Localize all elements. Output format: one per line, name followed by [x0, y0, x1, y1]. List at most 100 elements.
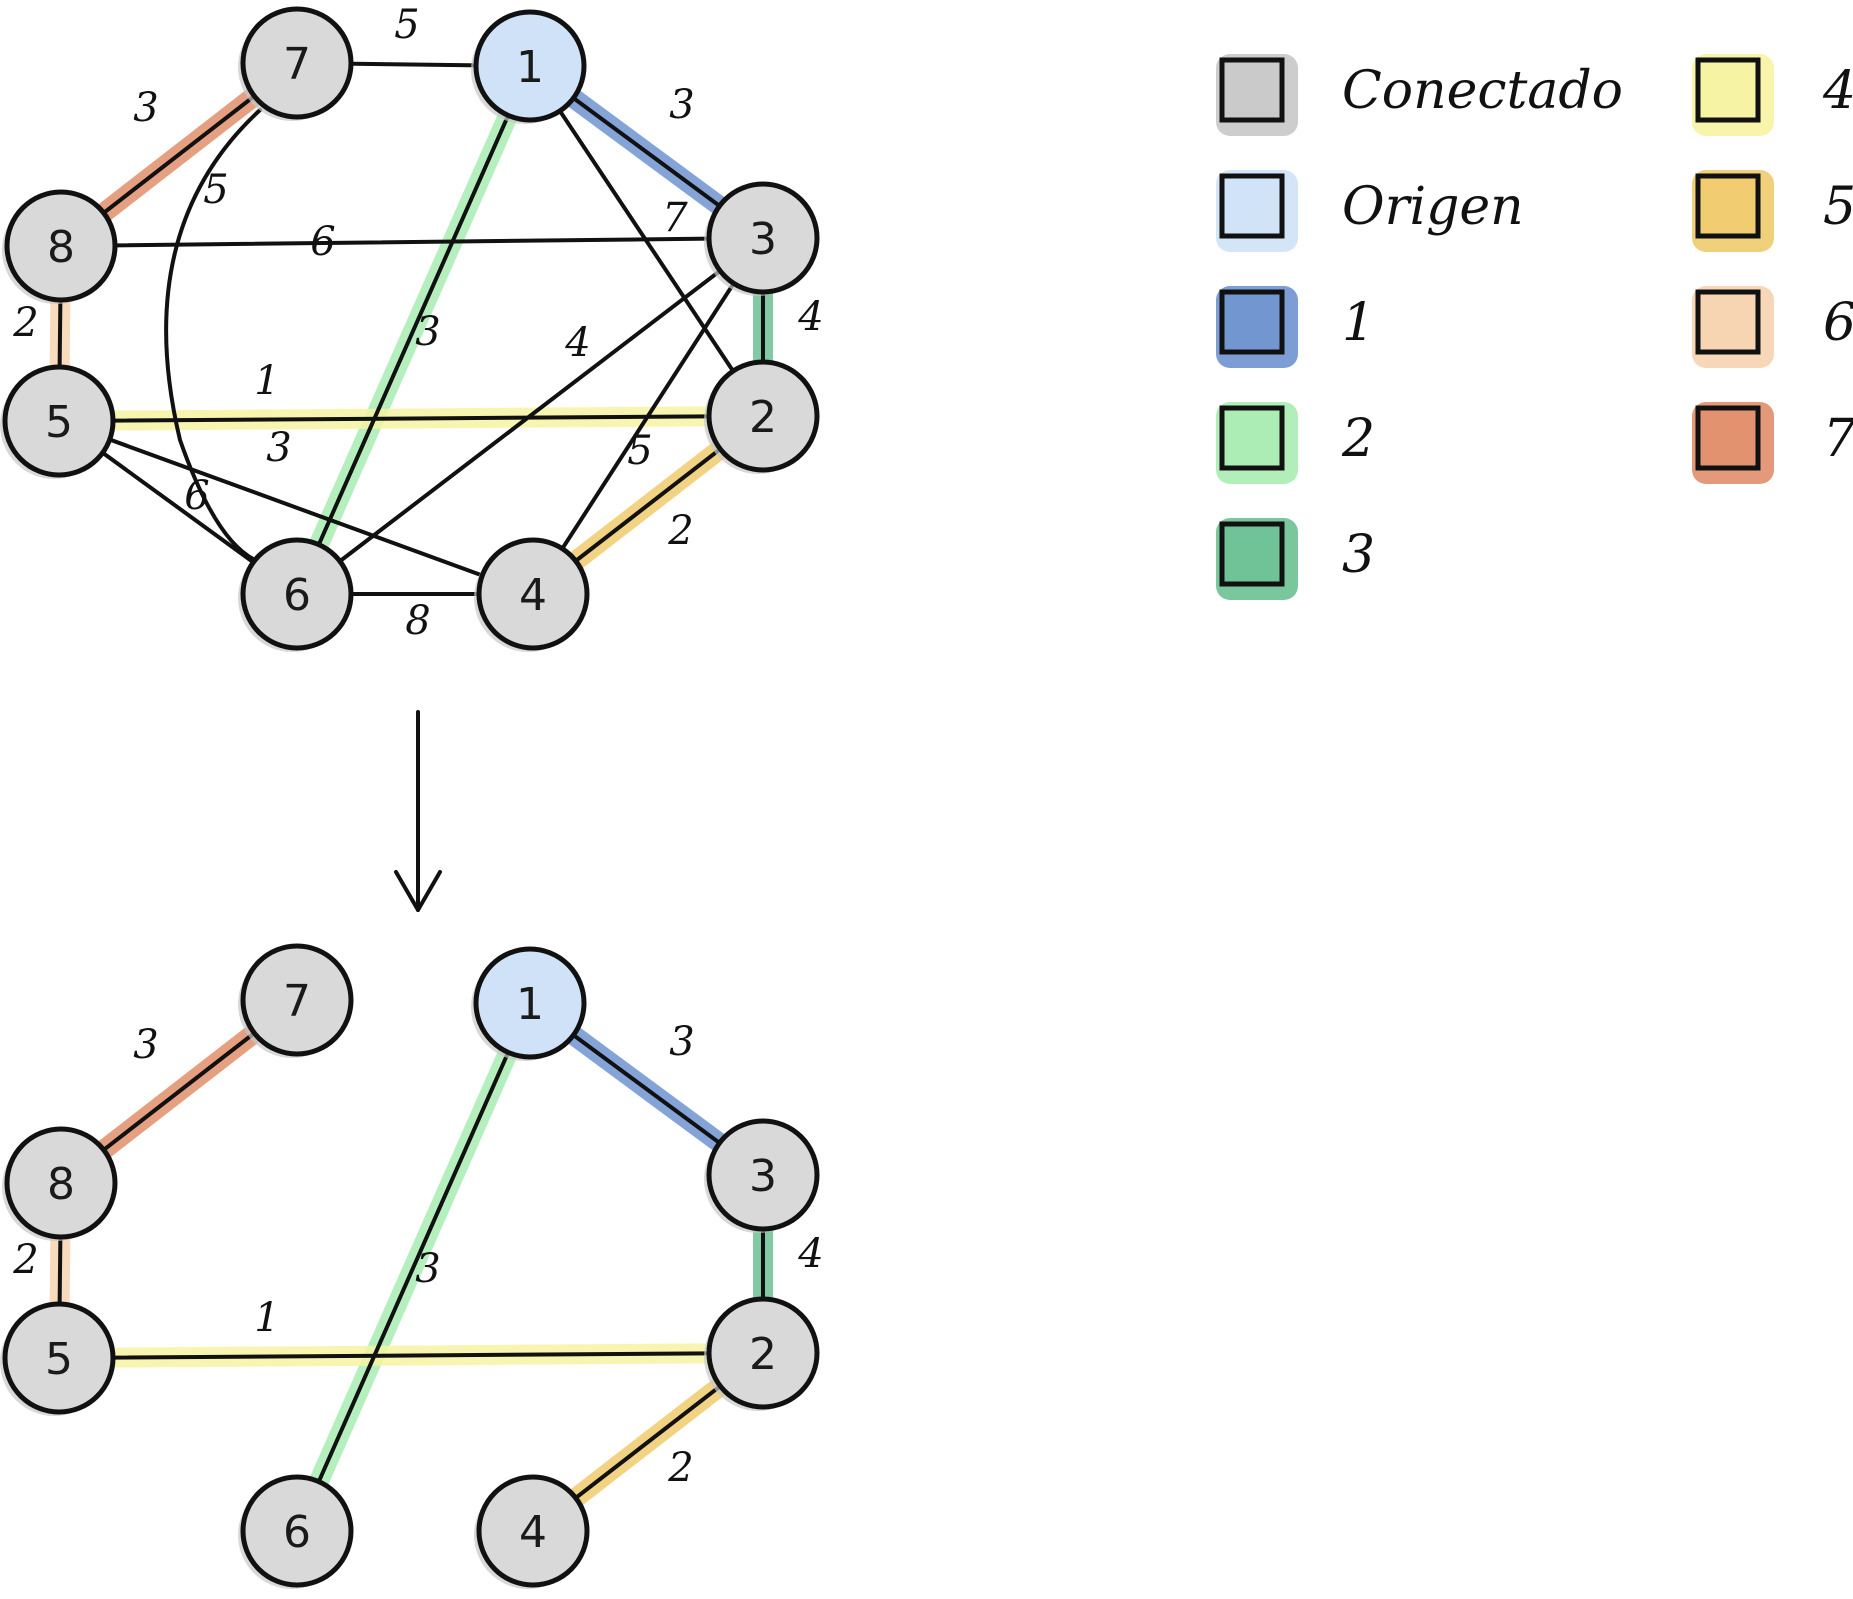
tree-edge-weight-2-4: 2: [667, 1445, 693, 1491]
graph-node-5: 5: [0, 364, 116, 479]
graph-node-7-circle: [240, 6, 354, 120]
graph-edge-weight-7-1: 5: [394, 2, 419, 48]
graph-node-6-label: 6: [283, 570, 311, 621]
tree-node-2: 2: [704, 1296, 820, 1411]
graph-edge-weight-6-3: 4: [564, 320, 590, 366]
legend-swatch-step1: [1219, 289, 1285, 355]
tree-node-6-label: 6: [283, 1507, 311, 1558]
tree-edge-weight-8-5: 2: [12, 1237, 38, 1283]
tree-node-4: 4: [474, 1474, 590, 1589]
graph-node-5-circle: [2, 364, 116, 478]
legend-swatch-step2: [1219, 405, 1285, 471]
legend-label-step2: 2: [1341, 409, 1375, 469]
graph-edge-weight-8-3: 6: [310, 219, 335, 265]
legend-label-step5: 5: [1823, 177, 1853, 237]
graph-node-2-circle: [706, 359, 820, 473]
graph-node-5-label: 5: [45, 397, 73, 448]
tree-node-6: 6: [238, 1474, 354, 1589]
graph-node-7: 7: [238, 6, 354, 121]
graph-edge-weight-8-5: 2: [12, 300, 38, 346]
graph-edge-weight-5-4: 3: [266, 425, 291, 471]
graph-edge-weight-3-2: 4: [797, 294, 823, 340]
graph-node-1: 1: [471, 9, 587, 124]
legend-label-connected: Conectado: [1342, 61, 1623, 121]
graph-node-2-label: 2: [749, 392, 777, 443]
tree-node-8-circle: [4, 1126, 118, 1240]
tree-node-7-circle: [240, 943, 354, 1057]
graph-node-6-circle: [240, 537, 354, 651]
legend-item-step2: 2: [1216, 402, 1375, 484]
legend-item-origin: Origen: [1216, 170, 1524, 252]
tree-node-4-label: 4: [519, 1507, 547, 1558]
graph-edge-weight-2-4: 2: [667, 508, 693, 554]
legend-item-step4: 4: [1692, 54, 1853, 136]
tree-node-5-circle: [2, 1301, 116, 1415]
tree-node-1-label: 1: [516, 979, 544, 1030]
legend-item-step7: 7: [1692, 402, 1853, 484]
tree-node-7: 7: [238, 943, 354, 1058]
graph-node-4: 4: [474, 537, 590, 652]
graph-node-7-label: 7: [283, 39, 311, 90]
graph-node-8: 8: [2, 189, 118, 304]
tree-node-7-label: 7: [283, 976, 311, 1027]
graph-edge-4-3: [531, 236, 765, 596]
legend-label-step6: 6: [1823, 293, 1853, 353]
graph-edge-weight-5-6: 6: [184, 473, 209, 519]
legend-swatch-origin: [1219, 173, 1285, 239]
legend-item-connected: Conectado: [1216, 54, 1623, 136]
legend-swatch-step3: [1219, 521, 1285, 587]
tree-edge-weight-7-8: 3: [133, 1022, 158, 1068]
tree-node-6-circle: [240, 1474, 354, 1588]
graph-node-1-circle: [473, 9, 587, 123]
graph-edge-8-3: [59, 236, 765, 248]
graph-node-8-label: 8: [47, 222, 75, 273]
legend-swatch-step5: [1695, 173, 1761, 239]
legend-label-step3: 3: [1342, 525, 1375, 585]
graph-edge-weight-7-8: 3: [133, 85, 158, 131]
graph-edge-weight-6-4: 8: [405, 598, 430, 644]
graph-node-6: 6: [238, 537, 354, 652]
graph-node-3: 3: [704, 181, 820, 296]
tree-node-5-label: 5: [45, 1334, 73, 1385]
tree-edge-weight-3-2: 4: [797, 1231, 823, 1277]
legend-swatch-connected: [1219, 57, 1285, 123]
graph-node-3-circle: [706, 181, 820, 295]
tree-node-8: 8: [2, 1126, 118, 1241]
tree-node-1-circle: [473, 946, 587, 1060]
graph-edge-7-6: [164, 108, 262, 562]
tree-node-3: 3: [704, 1118, 820, 1233]
legend-label-step1: 1: [1342, 293, 1375, 353]
legend-label-origin: Origen: [1342, 177, 1524, 237]
graph-edge-weight-7-6: 5: [203, 167, 228, 213]
graph-edge-1-6: [295, 64, 532, 596]
graph-edge-weight-1-3: 3: [669, 82, 694, 128]
legend-item-step3: 3: [1216, 518, 1375, 600]
tree-edge-weight-5-2: 1: [254, 1295, 279, 1341]
graph-node-8-circle: [4, 189, 118, 303]
tree-node-2-label: 2: [749, 1329, 777, 1380]
tree-edge-5-2: [57, 1351, 765, 1360]
tree-edge-weight-1-6: 3: [415, 1246, 440, 1292]
legend-item-step5: 5: [1692, 170, 1853, 252]
tree-node-4-circle: [476, 1474, 590, 1588]
legend-swatch-step4: [1695, 57, 1761, 123]
tree-edge-1-6: [295, 1001, 532, 1533]
legend-item-step1: 1: [1216, 286, 1375, 368]
graph-edge-5-4: [57, 419, 535, 596]
arrow-head: [394, 870, 442, 912]
graph-node-3-label: 3: [749, 214, 777, 265]
legend-label-step4: 4: [1822, 61, 1853, 121]
graph-edge-weight-1-6: 3: [415, 309, 440, 355]
legend-swatch-step6: [1695, 289, 1761, 355]
graph-node-4-label: 4: [519, 570, 547, 621]
graph-node-2: 2: [704, 359, 820, 474]
graph-edge-weight-1-2: 7: [662, 195, 688, 241]
transition-arrow: [394, 710, 442, 912]
legend-swatch-step7: [1695, 405, 1761, 471]
graph-node-4-circle: [476, 537, 590, 651]
legend-label-step7: 7: [1823, 409, 1853, 469]
